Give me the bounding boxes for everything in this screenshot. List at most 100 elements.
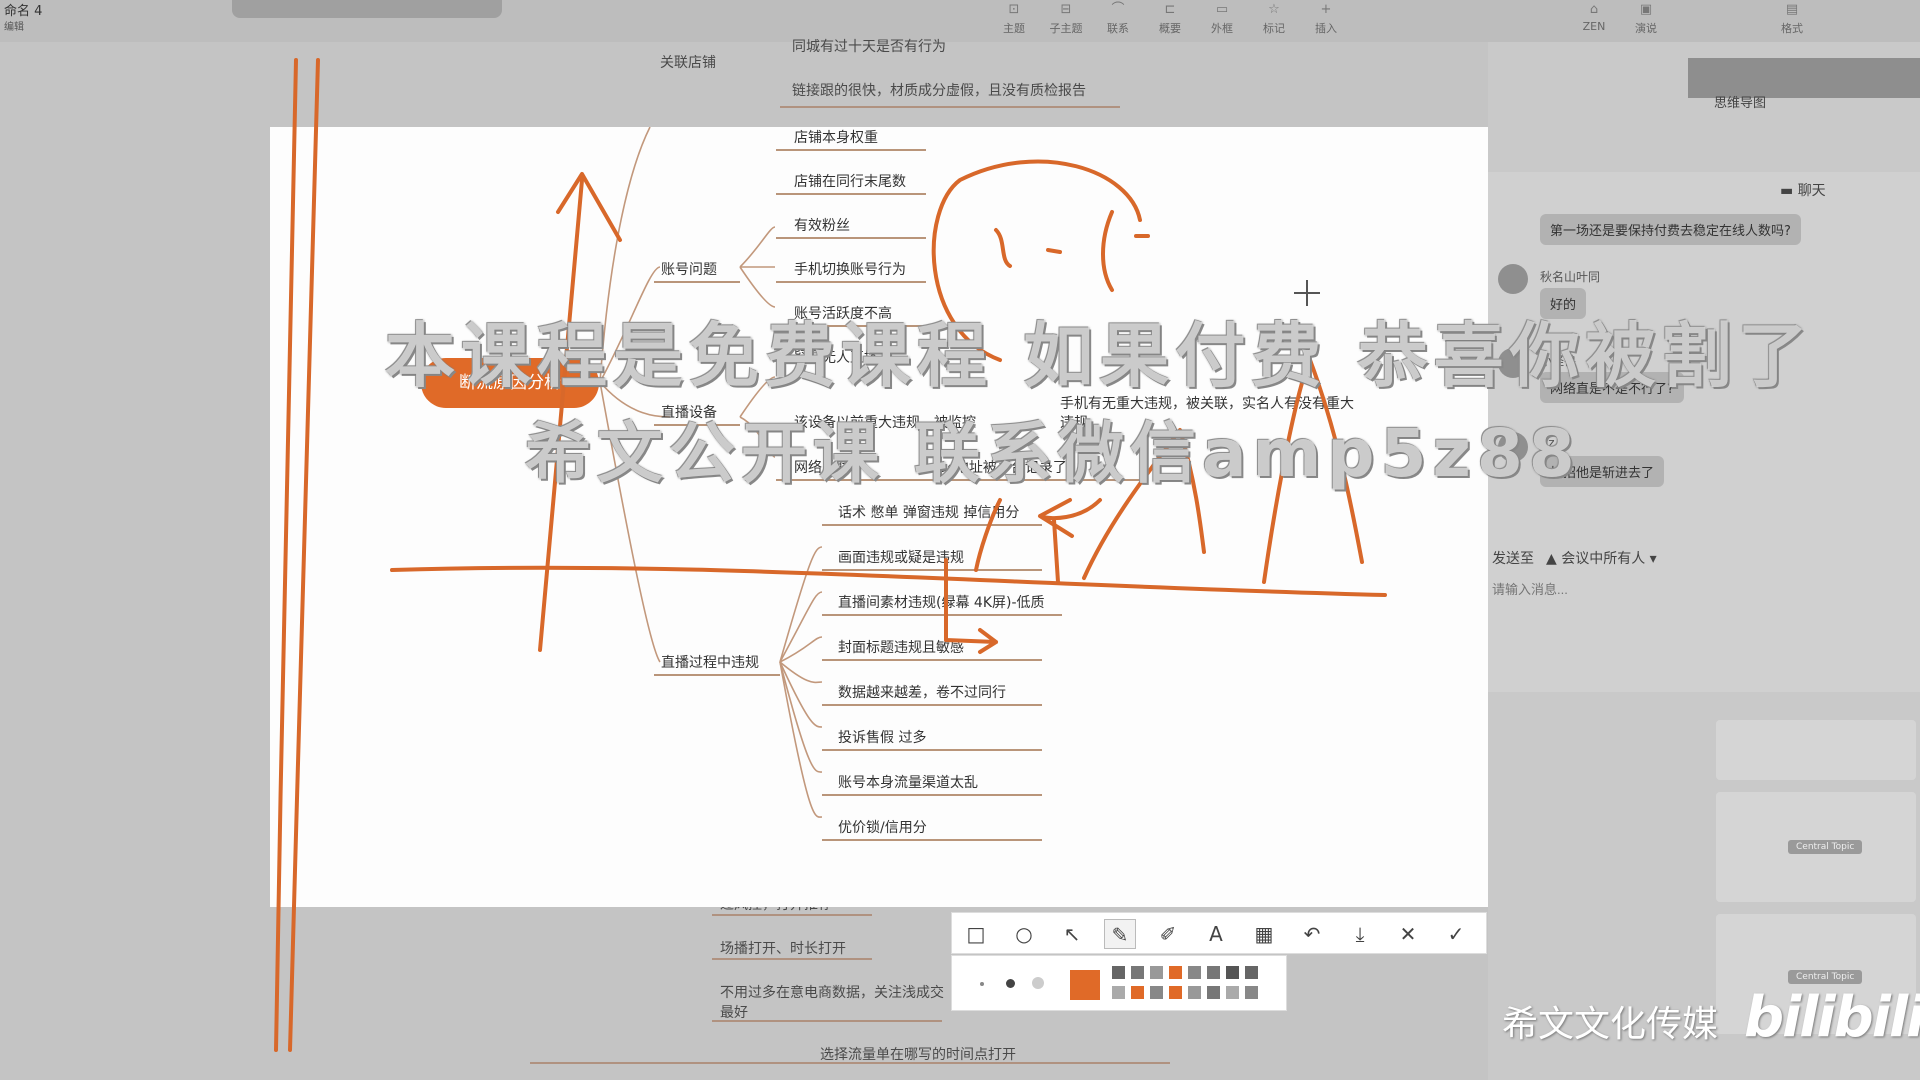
size-large[interactable] [1032,977,1044,989]
insert-button[interactable]: +插入 [1304,0,1348,36]
arrow-icon[interactable]: ↖ [1063,922,1081,946]
watermark-line-1: 本课程是免费课程 如果付费 恭喜你被割了 [385,315,1814,397]
subtopic-icon: ⊟ [1060,2,1072,17]
bg-node[interactable]: 最好 [720,1005,748,1021]
boundary-button[interactable]: ▭外框 [1200,0,1244,36]
node-underline [822,839,1042,841]
sidebar-header-label: 思维导图 [1714,96,1767,111]
text-icon[interactable]: A [1209,922,1223,946]
node-live-violation[interactable]: 直播过程中违规 [661,655,759,671]
node-credit-score[interactable]: 优价锁/信用分 [838,820,927,836]
summary-button[interactable]: ⊏概要 [1148,0,1192,36]
bg-node[interactable]: 场播打开、时长打开 [720,941,846,957]
node-traffic-channels[interactable]: 账号本身流量渠道太乱 [838,775,978,791]
color-swatch[interactable] [1245,966,1258,979]
color-swatch[interactable] [1169,966,1182,979]
watermark-line-2: 希文公开课 联系微信amp5z88 [525,415,1581,492]
node-screen-violation[interactable]: 画面违规或疑是违规 [838,550,964,566]
color-swatch[interactable] [1112,966,1125,979]
template-thumbnail[interactable]: Central Topic [1716,914,1916,1034]
download-icon[interactable]: ⤓ [1355,922,1365,946]
topic-icon: ⊡ [1008,2,1020,17]
close-icon[interactable]: ✕ [1399,922,1417,946]
color-swatch[interactable] [1131,966,1144,979]
node-valid-fans[interactable]: 有效粉丝 [794,218,850,234]
node-underline [822,569,1042,571]
chat-username: 秋名山叶同 [1540,270,1601,284]
chat-title: ▬ 聊天 [1780,183,1826,199]
node-mac-address[interactable]: mac地址被平台记录了 [925,460,1067,476]
mindmap-canvas[interactable]: 关联店铺 同城有过十天是否有行为 链接跟的很快，材质成分虚假，且没有质检报告 过… [0,39,1700,1080]
color-swatch[interactable] [1207,986,1220,999]
size-medium[interactable] [1006,979,1015,988]
color-swatch[interactable] [1226,966,1239,979]
subtopic-button[interactable]: ⊟子主题 [1044,0,1088,36]
top-toolbar: 命名 4 编辑 ⊡主题 ⊟子主题 ⌒联系 ⊏概要 ▭外框 ☆标记 +插入 ⌂ZE… [0,0,1920,42]
marker-icon[interactable]: ✐ [1159,922,1177,946]
format-button[interactable]: ▤格式 [1770,0,1814,36]
relationship-button[interactable]: ⌒联系 [1096,0,1140,36]
color-swatch[interactable] [1169,986,1182,999]
node-cover-violation[interactable]: 封面标题违规且敏感 [838,640,964,656]
brand-name: 希文文化传媒 [1502,1004,1719,1045]
send-to-selector[interactable]: ▲ 会议中所有人 ▾ [1546,551,1657,567]
marker-icon: ☆ [1268,2,1280,17]
file-tab[interactable] [232,0,502,18]
rect-icon[interactable]: □ [966,922,986,946]
chat-message: 第一场还是要保持付费去稳定在线人数吗? [1540,214,1801,245]
color-swatch[interactable] [1150,986,1163,999]
confirm-icon[interactable]: ✓ [1447,922,1465,946]
color-swatch[interactable] [1112,986,1125,999]
chat-message: 投招他是斩进去了 [1540,456,1665,487]
bg-node[interactable]: 关联店铺 [660,55,716,71]
bg-node[interactable]: 同城有过十天是否有行为 [792,39,946,55]
color-swatch[interactable] [1226,986,1239,999]
branch-connectors [599,127,823,818]
send-to-label: 发送至 [1492,551,1534,567]
chat-input[interactable] [1492,582,1792,597]
mosaic-icon[interactable]: ▦ [1254,922,1274,946]
color-swatch[interactable] [1131,986,1144,999]
color-swatch[interactable] [1207,966,1220,979]
document-title: 命名 4 [4,4,43,19]
template-thumbnail[interactable] [1716,720,1916,780]
pen-icon[interactable]: ✎ [1104,919,1136,949]
node-script-violation[interactable]: 话术 憋单 弹窗违规 掉信用分 [838,505,1020,521]
color-swatch[interactable] [1150,966,1163,979]
undo-icon[interactable]: ↶ [1303,922,1321,946]
topic-button[interactable]: ⊡主题 [992,0,1036,36]
node-device-violation[interactable]: 该设备以前重大违规，被监控 [794,415,976,431]
template-thumbnail[interactable]: Central Topic [1716,792,1916,902]
node-account-issue[interactable]: 账号问题 [661,262,717,278]
node-live-device[interactable]: 直播设备 [661,405,717,421]
bg-node[interactable]: 选择流量单在哪写的时间点打开 [820,1047,1016,1063]
bg-node[interactable]: 链接跟的很快，材质成分虚假，且没有质检报告 [792,83,1086,99]
node-shop-rank[interactable]: 店铺在同行末尾数 [794,174,906,190]
node-underline [776,193,926,195]
summary-icon: ⊏ [1164,2,1176,17]
node-unmanned-live[interactable]: 疑是无人直播 [794,350,878,366]
node-underline [654,424,740,426]
zen-button[interactable]: ⌂ZEN [1572,0,1616,33]
node-switch-account[interactable]: 手机切换账号行为 [794,262,906,278]
size-small[interactable] [980,982,984,986]
current-color[interactable] [1070,970,1100,1000]
chat-message: 好的 [1540,288,1587,319]
color-swatch[interactable] [1188,966,1201,979]
node-material-violation[interactable]: 直播间素材违规(绿幕 4K屏)-低质 [838,595,1045,611]
node-fake-complaints[interactable]: 投诉售假 过多 [838,730,927,746]
color-swatch[interactable] [1188,986,1201,999]
node-shop-weight[interactable]: 店铺本身权重 [794,130,878,146]
node-low-activity[interactable]: 账号活跃度不高 [794,306,892,322]
marker-button[interactable]: ☆标记 [1252,0,1296,36]
format-icon: ▤ [1785,2,1799,17]
right-sidebar: 思维导图 ▬ 聊天 第一场还是要保持付费去稳定在线人数吗? 秋名山叶同 好的 小… [1488,42,1920,1080]
node-data-worse[interactable]: 数据越来越差，卷不过同行 [838,685,1006,701]
color-swatch[interactable] [1245,986,1258,999]
node-underline [822,659,1042,661]
node-network-link[interactable]: 网络关联 [794,460,850,476]
bg-node[interactable]: 不用过多在意电商数据，关注浅成交 [720,985,944,1001]
sidebar-header-bar [1688,58,1920,98]
pitch-button[interactable]: ▣演说 [1624,0,1668,36]
circle-icon[interactable]: ○ [1015,922,1033,946]
